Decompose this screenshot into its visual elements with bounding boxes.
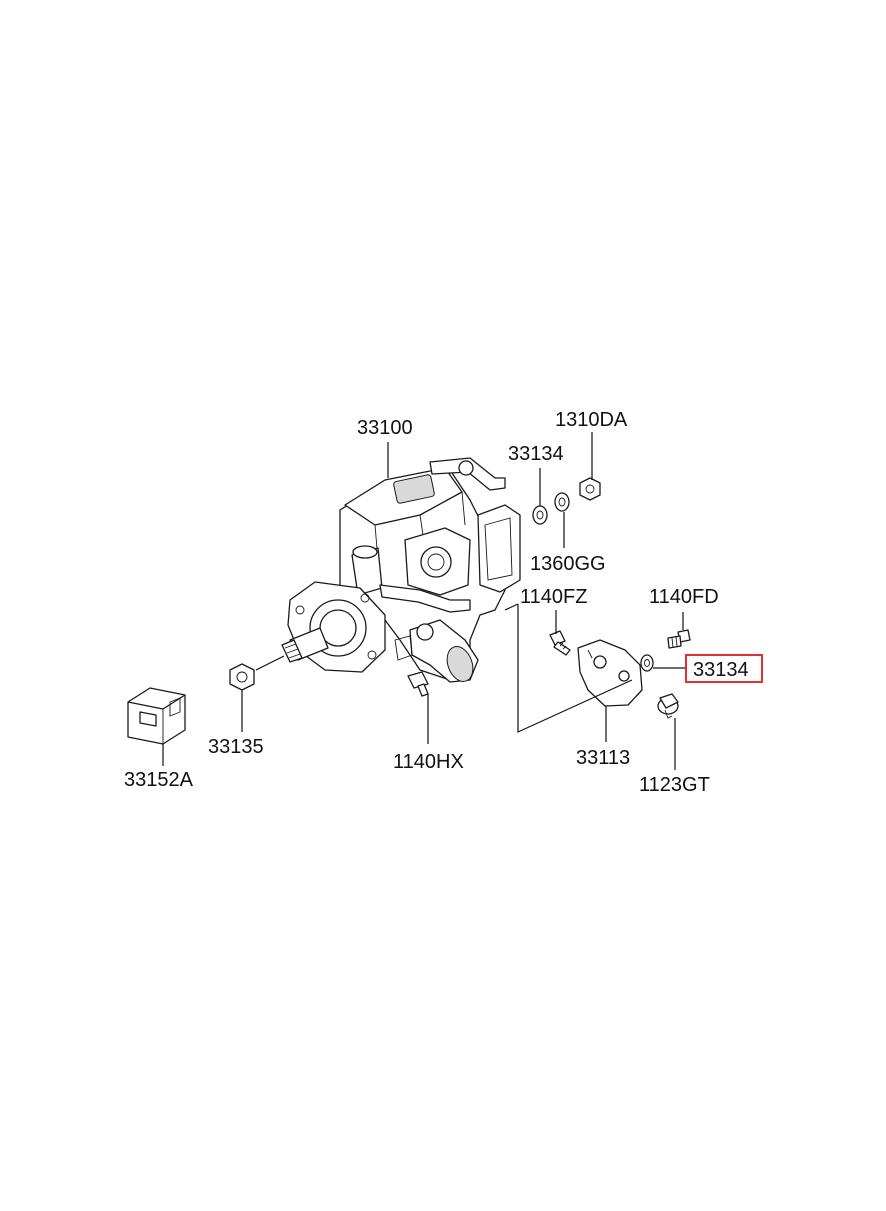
washer-top-icon[interactable] bbox=[532, 505, 548, 525]
washer-mid-icon[interactable] bbox=[554, 492, 570, 512]
block-icon[interactable] bbox=[127, 687, 186, 745]
bracket-icon[interactable] bbox=[577, 639, 643, 707]
leader-lines bbox=[162, 432, 686, 770]
bolt-fd-icon[interactable] bbox=[667, 629, 691, 649]
label-washer-top: 33134 bbox=[508, 443, 564, 465]
label-nut-top: 1310DA bbox=[555, 409, 628, 431]
fuel-injection-pump[interactable] bbox=[281, 457, 521, 685]
bolt-fz-icon[interactable] bbox=[549, 630, 571, 656]
nut-shaft-icon[interactable] bbox=[229, 663, 255, 691]
label-pump: 33100 bbox=[357, 417, 413, 439]
label-bracket: 33113 bbox=[576, 747, 630, 769]
label-block: 33152A bbox=[124, 769, 194, 791]
label-nut-shaft: 33135 bbox=[208, 736, 264, 758]
washer-highlighted-icon[interactable] bbox=[640, 654, 654, 672]
bolt-gt-icon[interactable] bbox=[657, 693, 679, 719]
bolt-hx-icon[interactable] bbox=[407, 671, 429, 697]
label-bolt-fz: 1140FZ bbox=[520, 586, 587, 608]
highlight-box bbox=[685, 654, 763, 683]
label-washer-mid: 1360GG bbox=[530, 553, 606, 575]
label-bolt-gt: 1123GT bbox=[639, 774, 710, 796]
label-washer-highlighted[interactable]: 33134 bbox=[693, 659, 749, 681]
label-bolt-hx: 1140HX bbox=[393, 751, 464, 773]
label-bolt-fd: 1140FD bbox=[649, 586, 719, 608]
nut-top-icon[interactable] bbox=[579, 477, 601, 501]
